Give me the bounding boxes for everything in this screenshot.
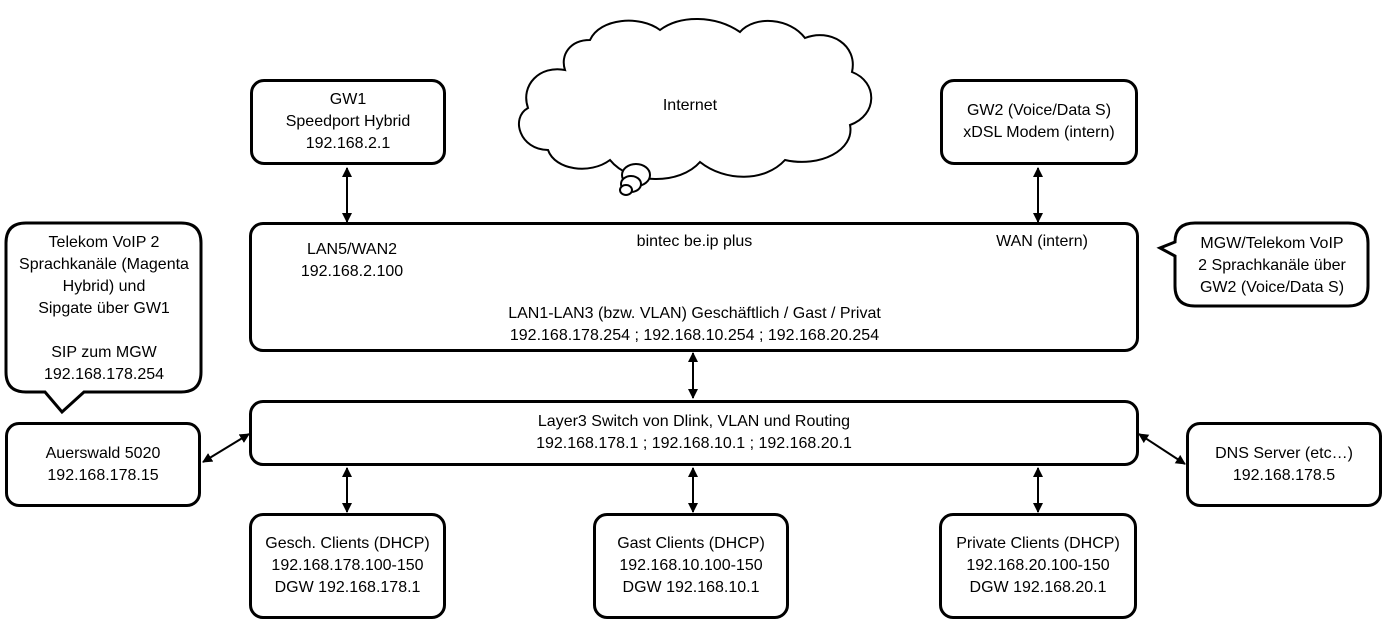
clients-gast-range: 192.168.10.100-150 bbox=[619, 557, 763, 574]
internet-cloud bbox=[518, 18, 873, 196]
switch-box: Layer3 Switch von Dlink, VLAN und Routin… bbox=[249, 400, 1139, 466]
clients-gesch-label: Gesch. Clients (DHCP) bbox=[265, 535, 430, 552]
clients-private-dgw: DGW 192.168.20.1 bbox=[969, 579, 1107, 596]
auerswald-label: Auerswald 5020 bbox=[45, 444, 161, 462]
switch-ips: 192.168.178.1 ; 192.168.10.1 ; 192.168.2… bbox=[536, 435, 852, 452]
callout-left-text: Telekom VoIP 2 Sprachkanäle (Magenta Hyb… bbox=[8, 232, 200, 386]
callout-right-line-3: GW2 (Voice/Data S) bbox=[1199, 279, 1345, 296]
internet-label: Internet bbox=[662, 97, 718, 114]
callout-left-line-1: Telekom VoIP 2 bbox=[48, 234, 160, 251]
callout-right-line-1: MGW/Telekom VoIP bbox=[1200, 235, 1344, 252]
router-lan5-ip: 192.168.2.100 bbox=[300, 263, 404, 280]
gw1-ip: 192.168.2.1 bbox=[305, 135, 391, 152]
router-lan5-label: LAN5/WAN2 bbox=[306, 241, 398, 258]
router-wan-label: WAN (intern) bbox=[996, 233, 1088, 250]
cloud-bubble-small bbox=[619, 184, 633, 196]
router-lan-label: LAN1-LAN3 (bzw. VLAN) Geschäftlich / Gas… bbox=[508, 305, 881, 322]
gw2-box: GW2 (Voice/Data S) xDSL Modem (intern) bbox=[940, 79, 1138, 165]
callout-right-line-2: 2 Sprachkanäle über bbox=[1198, 257, 1346, 274]
callout-left-line-2: Sprachkanäle (Magenta bbox=[19, 256, 189, 273]
clients-gast-box: Gast Clients (DHCP) 192.168.10.100-150 D… bbox=[593, 513, 789, 619]
clients-gesch-box: Gesch. Clients (DHCP) 192.168.178.100-15… bbox=[249, 513, 446, 619]
router-lan-ips: 192.168.178.254 ; 192.168.10.254 ; 192.1… bbox=[509, 327, 880, 344]
callout-left-line-3: Hybrid) und bbox=[62, 278, 146, 295]
dns-ip: 192.168.178.5 bbox=[1232, 466, 1336, 484]
clients-gesch-range: 192.168.178.100-150 bbox=[271, 557, 424, 574]
callout-left-shape bbox=[4, 221, 203, 415]
auerswald-ip: 192.168.178.15 bbox=[47, 466, 159, 484]
switch-title: Layer3 Switch von Dlink, VLAN und Routin… bbox=[537, 413, 851, 430]
callout-right-text: MGW/Telekom VoIP 2 Sprachkanäle über GW2… bbox=[1178, 233, 1366, 299]
connector-auerswald-switch bbox=[202, 433, 250, 463]
auerswald-box: Auerswald 5020 192.168.178.15 bbox=[5, 422, 201, 507]
connector-switch-dns bbox=[1138, 433, 1186, 465]
callout-left-line-4: Sipgate über GW1 bbox=[38, 300, 170, 317]
router-box: bintec be.ip plus LAN5/WAN2 192.168.2.10… bbox=[249, 222, 1139, 352]
router-title: bintec be.ip plus bbox=[636, 233, 753, 250]
gw2-model: xDSL Modem (intern) bbox=[963, 124, 1115, 141]
dns-box: DNS Server (etc…) 192.168.178.5 bbox=[1186, 422, 1382, 507]
clients-gesch-dgw: DGW 192.168.178.1 bbox=[274, 579, 421, 596]
gw1-model: Speedport Hybrid bbox=[285, 113, 411, 130]
gw1-box: GW1 Speedport Hybrid 192.168.2.1 bbox=[250, 79, 446, 165]
gw1-label: GW1 bbox=[329, 91, 367, 108]
gw2-label: GW2 (Voice/Data S) bbox=[966, 102, 1112, 119]
dns-label: DNS Server (etc…) bbox=[1215, 444, 1353, 462]
clients-private-range: 192.168.20.100-150 bbox=[966, 557, 1110, 574]
clients-private-box: Private Clients (DHCP) 192.168.20.100-15… bbox=[939, 513, 1137, 619]
clients-gast-dgw: DGW 192.168.10.1 bbox=[622, 579, 760, 596]
cloud-shape bbox=[518, 18, 873, 180]
callout-left-line-5 bbox=[8, 320, 200, 342]
callout-left-line-6: SIP zum MGW bbox=[51, 344, 157, 361]
clients-private-label: Private Clients (DHCP) bbox=[956, 535, 1120, 552]
callout-right-shape bbox=[1156, 221, 1370, 308]
clients-gast-label: Gast Clients (DHCP) bbox=[617, 535, 765, 552]
callout-left-line-7: 192.168.178.254 bbox=[43, 366, 165, 383]
